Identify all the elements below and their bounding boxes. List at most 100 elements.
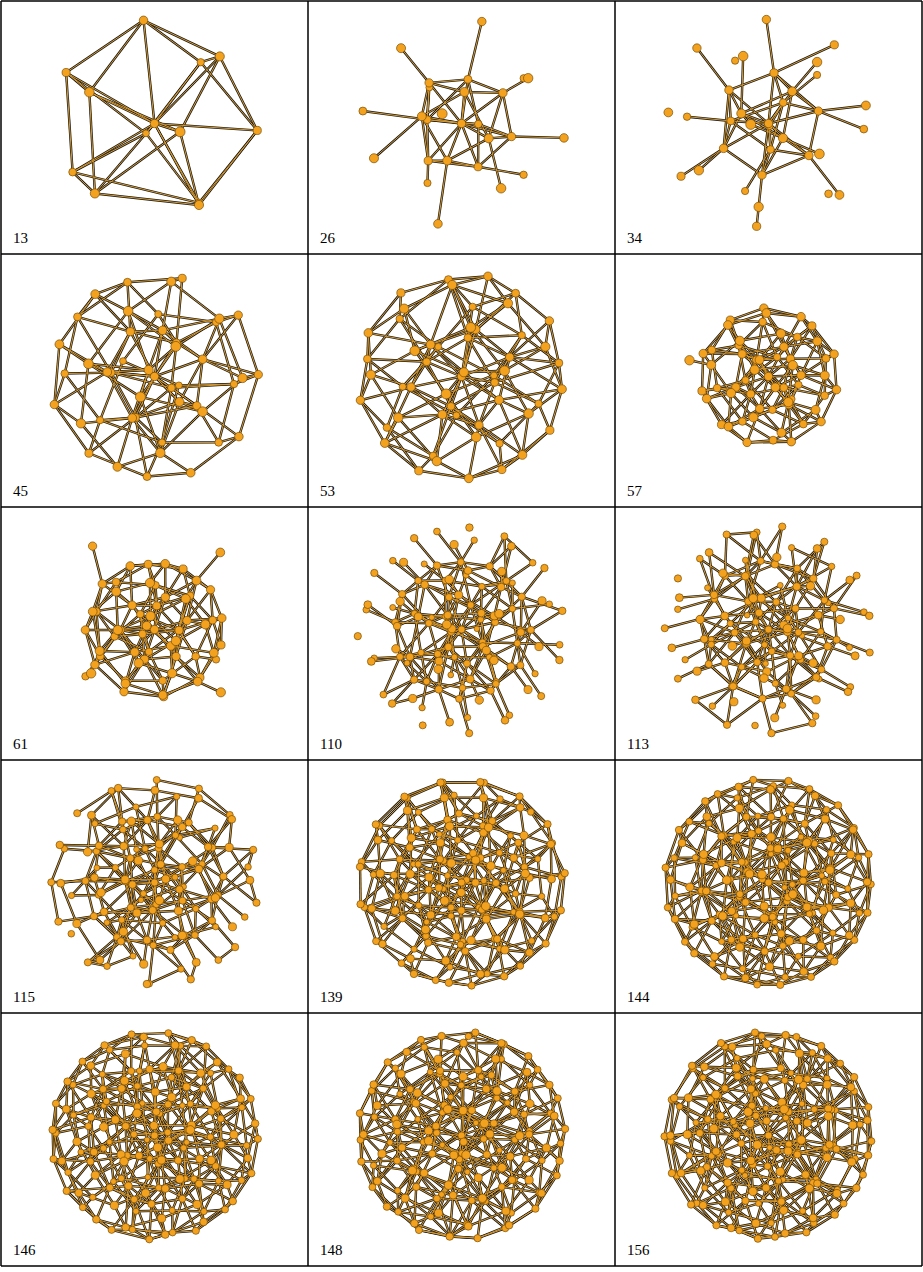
bond-line — [95, 294, 128, 311]
atom-dot — [192, 576, 201, 585]
atom-dot — [469, 303, 476, 310]
atom-dot — [90, 189, 99, 198]
cluster-drawing — [356, 272, 566, 483]
atom-dot — [81, 626, 89, 634]
atom-dot — [795, 381, 802, 388]
atom-dot — [860, 125, 868, 133]
atom-dot — [498, 466, 506, 474]
atom-dot — [76, 419, 85, 428]
atom-dot — [364, 329, 373, 338]
atom-dot — [771, 383, 780, 392]
bond-line — [766, 20, 774, 73]
bond-line — [239, 375, 258, 437]
atom-dot — [410, 346, 420, 356]
atom-dot — [731, 57, 738, 64]
atom-dot — [507, 132, 515, 140]
atom-dot — [356, 396, 364, 404]
atom-dot — [764, 372, 772, 380]
atom-dot — [822, 354, 830, 362]
atom-dot — [397, 289, 405, 297]
atom-dot — [144, 365, 153, 374]
atom-dot — [167, 669, 176, 678]
bond-line — [59, 344, 88, 363]
atom-dot — [835, 191, 844, 200]
atom-dot — [683, 113, 690, 120]
atom-dot — [120, 688, 128, 696]
atom-dot — [175, 127, 185, 137]
atom-dot — [103, 368, 112, 377]
atom-dot — [814, 107, 822, 115]
atom-dot — [91, 660, 99, 668]
atom-dot — [435, 343, 442, 350]
atom-dot — [694, 166, 703, 175]
atom-dot — [254, 370, 262, 378]
bond-line — [199, 130, 257, 202]
atom-dot — [719, 144, 728, 153]
bond-line — [180, 132, 199, 205]
bond-line — [77, 282, 127, 317]
bond-line — [371, 351, 415, 375]
bond-line — [95, 665, 124, 692]
atom-dot — [830, 350, 838, 358]
bond-line — [111, 373, 135, 418]
atom-dot — [475, 421, 483, 429]
atom-dot — [399, 383, 406, 390]
bond-line — [144, 20, 201, 62]
atom-dot — [776, 329, 785, 338]
atom-dot — [464, 334, 472, 342]
atom-dot — [175, 397, 184, 406]
bond-line — [697, 48, 729, 90]
bond-line — [818, 105, 865, 111]
atom-dot — [158, 326, 167, 335]
atom-dot — [560, 134, 569, 143]
atom-dot — [380, 439, 389, 448]
atom-dot — [813, 337, 822, 346]
atom-dot — [156, 448, 165, 457]
atom-dot — [491, 372, 498, 379]
atom-dot — [749, 413, 758, 422]
atom-dot — [821, 392, 829, 400]
atom-dot — [520, 171, 527, 178]
atom-dot — [797, 312, 806, 321]
atom-dot — [124, 278, 132, 286]
atom-dot — [407, 383, 415, 391]
bond-line — [401, 48, 429, 83]
bond-line — [762, 155, 809, 175]
cluster-drawing — [50, 274, 262, 480]
bond-line — [93, 546, 103, 584]
bond-line — [147, 442, 162, 476]
atom-dot — [788, 361, 797, 370]
atom-dot — [161, 593, 170, 602]
atom-dot — [85, 449, 93, 457]
atom-dot — [742, 377, 749, 384]
atom-dot — [84, 359, 94, 369]
bond-line — [66, 20, 143, 72]
bond-line — [774, 45, 834, 73]
atom-dot — [238, 373, 247, 382]
atom-dot — [832, 385, 840, 393]
bond-line — [66, 73, 146, 134]
atom-dot — [178, 274, 186, 282]
atom-dot — [787, 437, 795, 445]
atom-dot — [155, 311, 162, 318]
atom-dot — [448, 280, 457, 289]
atom-dot — [383, 424, 391, 432]
atom-dot — [126, 562, 135, 571]
bond-line — [478, 167, 524, 175]
atom-dot — [112, 578, 120, 586]
atom-dot — [518, 332, 525, 339]
atom-dot — [121, 679, 130, 688]
bond-line — [180, 56, 220, 131]
atom-dot — [139, 16, 148, 25]
atom-dot — [474, 163, 482, 171]
atom-dot — [144, 560, 152, 568]
atom-dot — [216, 688, 225, 697]
atom-dot — [359, 107, 367, 115]
atom-dot — [484, 272, 493, 281]
atom-dot — [443, 156, 452, 165]
atom-dot — [142, 621, 151, 630]
cluster-drawing — [354, 524, 566, 737]
atom-dot — [524, 409, 533, 418]
atom-dot — [171, 341, 181, 351]
